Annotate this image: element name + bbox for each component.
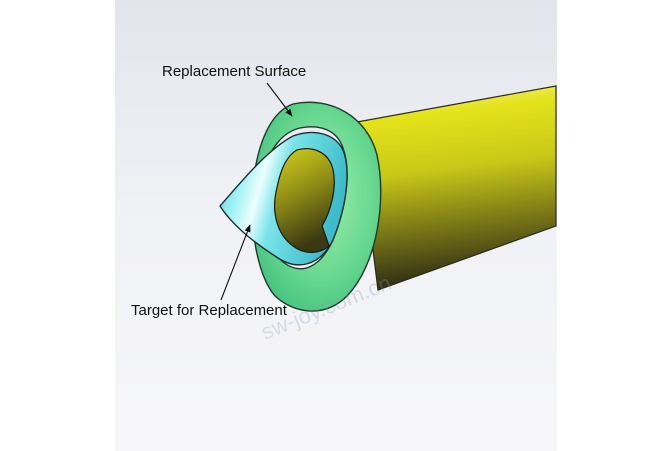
tube-body[interactable] bbox=[356, 85, 557, 291]
target-leader bbox=[220, 224, 251, 301]
replacement-surface-label: Replacement Surface bbox=[162, 63, 307, 80]
model-scene: sw-joy.com.cn bbox=[219, 82, 557, 345]
target-for-replacement-label: Target for Replacement bbox=[131, 302, 287, 319]
tube-bore bbox=[274, 148, 335, 253]
replacement-surface-leader bbox=[266, 82, 293, 117]
graphics-viewport[interactable]: sw-joy.com.cn Replacement Surface Target… bbox=[115, 0, 557, 451]
